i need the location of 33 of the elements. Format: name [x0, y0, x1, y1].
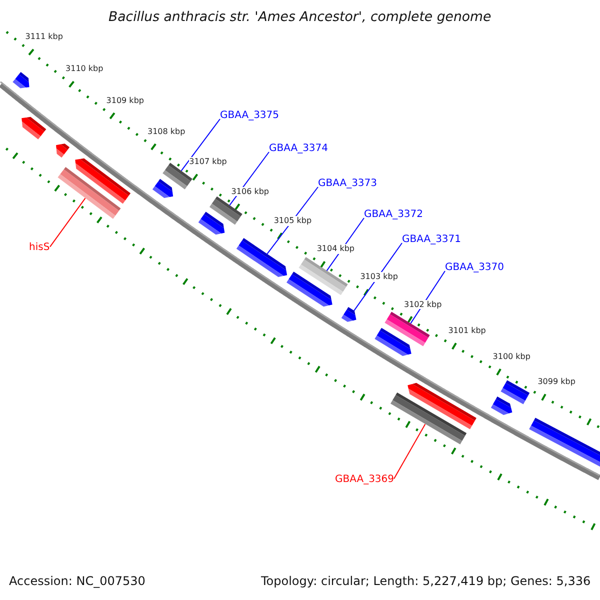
gene-label: GBAA_3369	[335, 474, 394, 486]
tick-label: 3104 kbp	[316, 244, 355, 254]
leader-line	[266, 186, 318, 254]
gene-bar	[298, 256, 348, 296]
tick-label: 3101 kbp	[448, 326, 486, 336]
title: Bacillus anthracis str. 'Ames Ancestor', complete genome	[108, 10, 492, 26]
tick-label: 3100 kbp	[492, 352, 530, 362]
tick-label: 3110 kbp	[66, 64, 104, 74]
footer-text: Accession: NC_007530	[9, 574, 146, 588]
tick-label: 3099 kbp	[538, 377, 576, 387]
gene-bar	[210, 196, 242, 225]
gene-bar	[58, 167, 121, 219]
leader-line	[394, 424, 426, 480]
gene-bar	[384, 312, 430, 346]
gene-label: GBAA_3375	[220, 110, 280, 122]
leader-line	[180, 118, 220, 172]
gene-bar	[390, 392, 467, 444]
tick-label: 3107 kbp	[189, 157, 227, 167]
gene-label: GBAA_3372	[364, 209, 424, 221]
footer-text: Topology: circular; Length: 5,227,419 bp; Genes: 5,336	[261, 574, 591, 588]
tick-label: 3108 kbp	[148, 126, 186, 136]
gene-label: GBAA_3373	[318, 178, 378, 190]
gene-bar	[162, 162, 192, 190]
tick-label: 3111 kbp	[25, 32, 63, 42]
gene-label: GBAA_3371	[402, 234, 462, 246]
gene-label: GBAA_3374	[269, 143, 328, 155]
leader-line	[50, 198, 86, 248]
tick-label: 3103 kbp	[360, 272, 398, 282]
gene-label: GBAA_3370	[445, 262, 504, 274]
gene-label: hisS	[29, 242, 50, 254]
tick-label: 3109 kbp	[106, 96, 144, 106]
gene-bar	[341, 307, 356, 322]
gene-bar	[236, 238, 288, 278]
